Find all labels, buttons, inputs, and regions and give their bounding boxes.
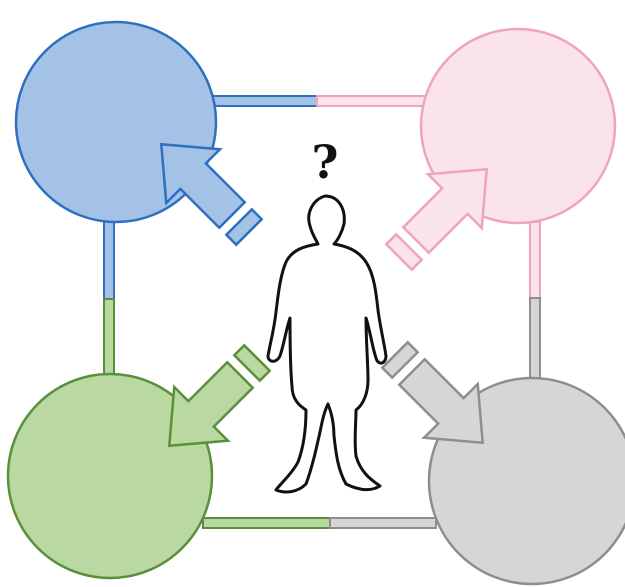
connector-left [103,214,115,380]
connector-right [529,221,541,385]
arrow-icon-to-top-left [159,142,264,247]
connector-bottom [202,517,437,529]
arrow-icon-to-bottom-right [380,340,485,445]
arrow-icon-to-bottom-left [167,343,272,448]
question-mark: ? [312,135,339,189]
node-circle-bottom-left [6,372,214,580]
arrow-icon-to-top-right [384,167,489,272]
child-silhouette-icon [266,194,388,494]
connector-top [212,95,428,107]
